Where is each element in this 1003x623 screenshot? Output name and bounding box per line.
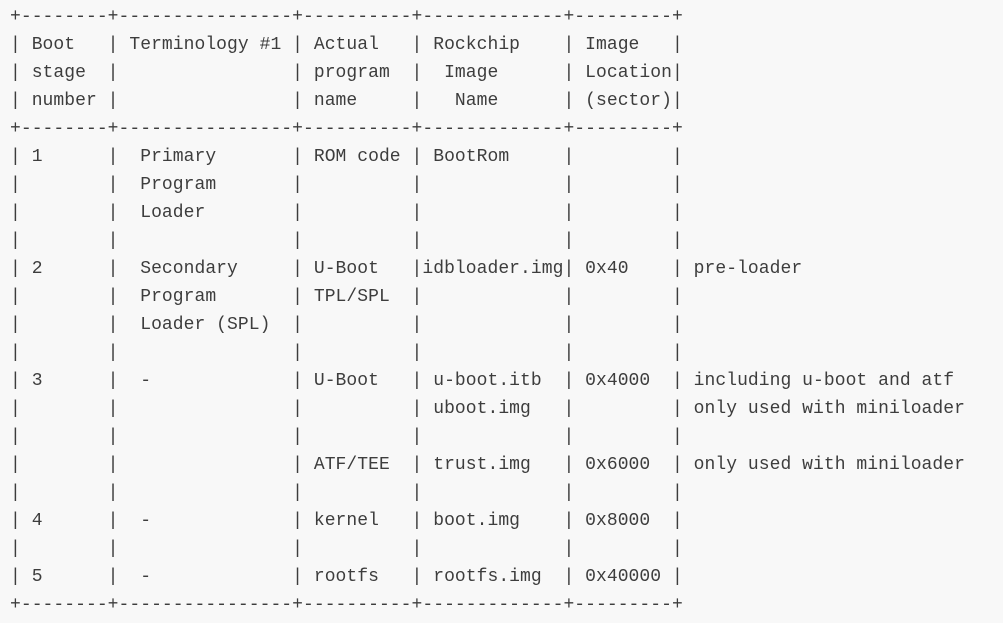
ascii-line-row: | | | ATF/TEE | trust.img | 0x6000 | onl… [10,455,965,475]
ascii-line-row: | | | | uboot.img | | only used with min… [10,399,965,419]
ascii-line-row: | | | | | | [10,231,683,251]
ascii-line-row: | | | | | | [10,343,683,363]
ascii-line-row: | | Loader (SPL) | | | | [10,315,683,335]
ascii-line-row: | | | | | | [10,483,683,503]
ascii-line-row: | 5 | - | rootfs | rootfs.img | 0x40000 … [10,567,683,587]
ascii-line-header-3: | number | | name | Name | (sector)| [10,91,683,111]
ascii-line-row: | | Program | | | | [10,175,683,195]
ascii-line-row: | | Program | TPL/SPL | | | [10,287,683,307]
ascii-line-row: | 1 | Primary | ROM code | BootRom | | [10,147,683,167]
ascii-line-row: | | Loader | | | | [10,203,683,223]
ascii-line-header-2: | stage | | program | Image | Location| [10,63,683,83]
ascii-line-row: | | | | | | [10,539,683,559]
ascii-line-bottom-border: +--------+----------------+----------+--… [10,595,683,615]
ascii-line-row: | 4 | - | kernel | boot.img | 0x8000 | [10,511,683,531]
ascii-line-row: | | | | | | [10,427,683,447]
ascii-line-header-1: | Boot | Terminology #1 | Actual | Rockc… [10,35,683,55]
ascii-line-row: | 2 | Secondary | U-Boot |idbloader.img|… [10,259,803,279]
ascii-line-top-border: +--------+----------------+----------+--… [10,7,683,27]
ascii-line-row: | 3 | - | U-Boot | u-boot.itb | 0x4000 |… [10,371,955,391]
ascii-line-header-separator: +--------+----------------+----------+--… [10,119,683,139]
